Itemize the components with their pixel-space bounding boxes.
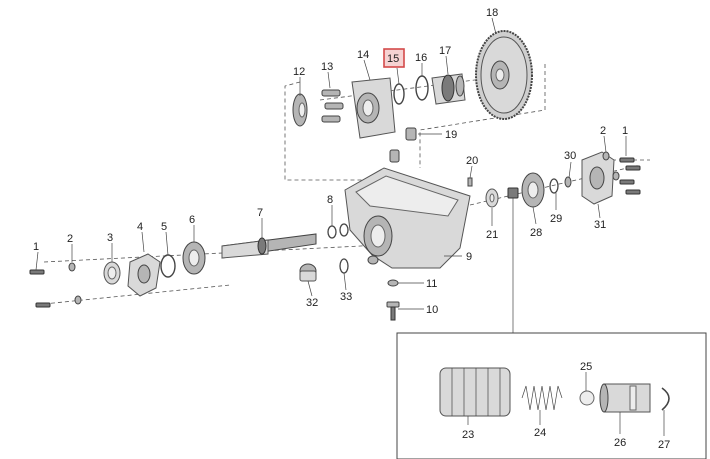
part-19-bushing[interactable] xyxy=(405,127,417,141)
part-32-plug[interactable] xyxy=(299,263,317,282)
part-12-gear[interactable] xyxy=(292,93,308,127)
callout-27[interactable]: 27 xyxy=(658,439,670,451)
callout-1-right[interactable]: 1 xyxy=(622,125,628,137)
part-28-bearing[interactable] xyxy=(521,172,545,208)
part-14-housing[interactable] xyxy=(351,77,396,139)
part-15-o-ring[interactable] xyxy=(393,83,405,105)
callout-2-left[interactable]: 2 xyxy=(67,233,73,245)
part-16-ring[interactable] xyxy=(415,75,429,101)
part-6-bearing[interactable] xyxy=(182,241,206,275)
part-7-main-shaft[interactable] xyxy=(221,233,317,259)
part-10-bolt[interactable] xyxy=(386,301,400,321)
callout-5[interactable]: 5 xyxy=(161,221,167,233)
leader-lines xyxy=(35,17,665,436)
part-26-plunger[interactable] xyxy=(599,383,651,413)
callout-18[interactable]: 18 xyxy=(486,7,498,19)
part-18-large-gear[interactable] xyxy=(475,30,533,120)
callout-2-right[interactable]: 2 xyxy=(600,125,606,137)
callout-4[interactable]: 4 xyxy=(137,221,143,233)
callout-20[interactable]: 20 xyxy=(466,155,478,167)
callout-21[interactable]: 21 xyxy=(486,229,498,241)
callout-31[interactable]: 31 xyxy=(594,219,606,231)
part-9-gearbox-housing[interactable] xyxy=(344,149,471,269)
callout-19[interactable]: 19 xyxy=(445,129,457,141)
callout-8[interactable]: 8 xyxy=(327,194,333,206)
callout-1-left[interactable]: 1 xyxy=(33,241,39,253)
part-23-valve-body[interactable] xyxy=(439,367,511,417)
highlight-box-part-15 xyxy=(383,48,405,68)
callout-14[interactable]: 14 xyxy=(357,49,369,61)
part-31-end-cover[interactable] xyxy=(581,151,615,205)
part-17-spool[interactable] xyxy=(431,73,466,105)
callout-10[interactable]: 10 xyxy=(426,304,438,316)
callout-9[interactable]: 9 xyxy=(466,251,472,263)
part-8-rings[interactable] xyxy=(327,223,349,239)
part-27-clip[interactable] xyxy=(661,387,670,411)
part-1-bolts-right[interactable] xyxy=(619,157,641,195)
part-20-pin[interactable] xyxy=(467,177,473,187)
callout-28[interactable]: 28 xyxy=(530,227,542,239)
callout-32[interactable]: 32 xyxy=(306,297,318,309)
part-2-washers-left[interactable] xyxy=(68,262,82,305)
part-25-ball[interactable] xyxy=(579,390,595,406)
callout-16[interactable]: 16 xyxy=(415,52,427,64)
part-30-washer[interactable] xyxy=(564,176,572,188)
callout-7[interactable]: 7 xyxy=(257,207,263,219)
part-24-spring[interactable] xyxy=(521,385,563,411)
callout-12[interactable]: 12 xyxy=(293,66,305,78)
callout-labels: 1 1 2 2 3 4 5 6 7 8 9 10 11 12 13 14 15 … xyxy=(33,7,670,451)
part-33-washer[interactable] xyxy=(339,258,349,274)
part-13-pins[interactable] xyxy=(321,89,344,123)
callout-25[interactable]: 25 xyxy=(580,361,592,373)
part-5-ring[interactable] xyxy=(160,254,176,278)
callout-15-highlighted[interactable]: 15 xyxy=(387,53,399,65)
part-3-seal[interactable] xyxy=(103,261,121,285)
callout-26[interactable]: 26 xyxy=(614,437,626,449)
part-1-bolts-left[interactable] xyxy=(29,269,51,308)
part-2-washers-right[interactable] xyxy=(602,151,620,181)
callout-11[interactable]: 11 xyxy=(426,278,437,290)
part-22-spring-valve[interactable] xyxy=(507,187,519,199)
callout-23[interactable]: 23 xyxy=(462,429,474,441)
callout-3[interactable]: 3 xyxy=(107,232,113,244)
callout-17[interactable]: 17 xyxy=(439,45,451,57)
part-11-washer[interactable] xyxy=(387,279,399,287)
part-21-washer[interactable] xyxy=(485,188,499,208)
callout-30[interactable]: 30 xyxy=(564,150,576,162)
inset-detail-box xyxy=(396,198,707,459)
callout-29[interactable]: 29 xyxy=(550,213,562,225)
callout-6[interactable]: 6 xyxy=(189,214,195,226)
part-29-ring[interactable] xyxy=(549,178,559,194)
part-4-cover-plate[interactable] xyxy=(127,253,161,297)
callout-13[interactable]: 13 xyxy=(321,61,333,73)
callout-33[interactable]: 33 xyxy=(340,291,352,303)
callout-24[interactable]: 24 xyxy=(534,427,546,439)
